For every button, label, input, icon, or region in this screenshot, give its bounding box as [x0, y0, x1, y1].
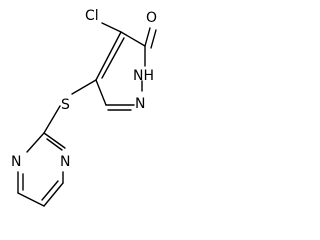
bond-c5-c6: [17, 192, 45, 207]
bond-c4-c3: [120, 31, 146, 47]
bond-c5-c4: [95, 31, 122, 81]
atom-label-sulfur: S: [61, 97, 70, 113]
atom-label-n-pyrimidine-upper: N: [60, 154, 70, 170]
atom-label-n-pyridazine: N: [135, 96, 145, 112]
chemical-structure: Cl O NH N S N N: [11, 8, 157, 207]
bond-c5-c4-double: [101, 37, 125, 79]
bond-c4-c5: [43, 182, 64, 207]
bond-c3-o-double: [150, 29, 157, 49]
bond-c4-cl: [101, 22, 122, 33]
bond-c2-n3-double: [46, 138, 63, 151]
bond-c5-s: [71, 79, 97, 95]
atom-label-n-pyrimidine-left: N: [11, 154, 21, 170]
atom-label-nh: NH: [133, 68, 154, 84]
bond-c6-c5: [95, 79, 107, 106]
bond-c4-c5-double: [41, 180, 59, 201]
atom-label-oxygen: O: [146, 10, 157, 26]
atom-label-chlorine: Cl: [85, 8, 99, 24]
bond-n1-c2: [26, 132, 45, 153]
bond-c2-n3: [43, 132, 66, 149]
bond-c3-o: [144, 27, 151, 47]
pyridazinone-ring: [95, 31, 146, 111]
bond-s-c2: [43, 105, 61, 134]
pyrimidine-ring: [17, 132, 66, 207]
